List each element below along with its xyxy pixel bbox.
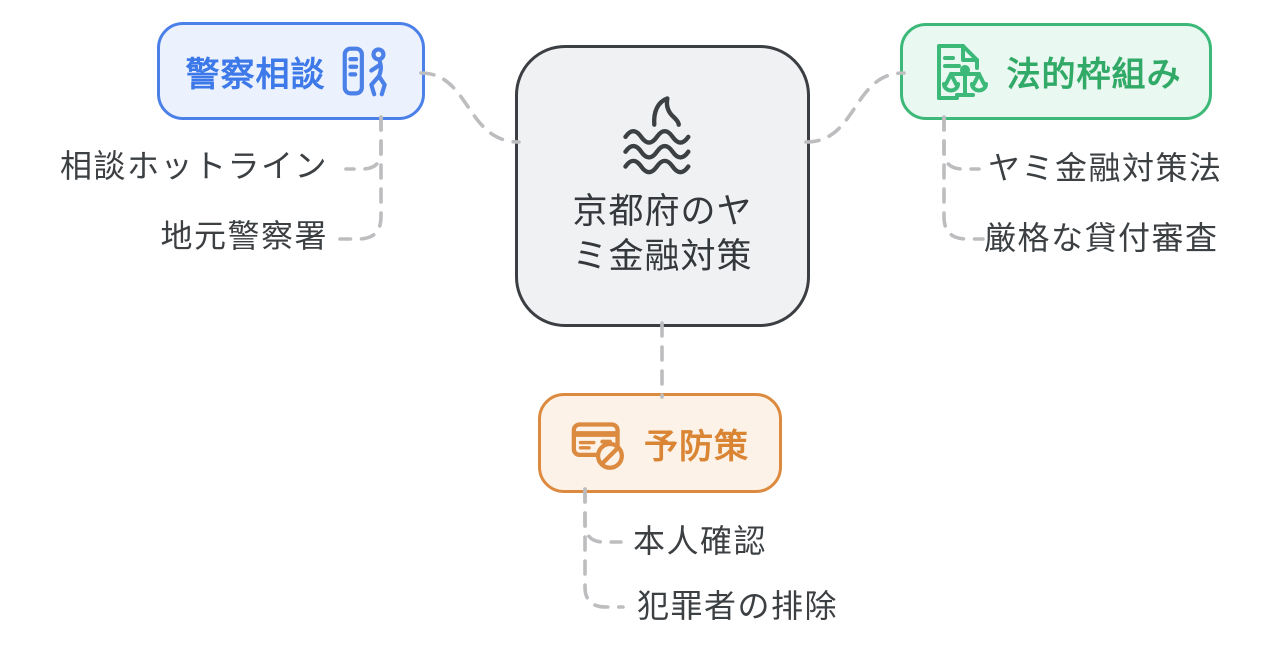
connector-police-hotline [344, 115, 383, 171]
police-node-label: 警察相談 [185, 55, 326, 94]
center-title-line2: ミ金融対策 [572, 237, 753, 276]
connector-legal-law [942, 115, 981, 171]
connector-legal-screening [942, 115, 985, 241]
center-title: 京都府のヤ ミ金融対策 [572, 189, 752, 279]
center-title-line1: 京都府のヤ [572, 192, 753, 231]
center-node: 京都府のヤ ミ金融対策 [515, 45, 810, 327]
leaf-consultation-hotline: 相談ホットライン [59, 148, 328, 184]
legal-node-label: 法的枠組み [1006, 56, 1182, 94]
branch-node-legal: 法的枠組み [900, 23, 1212, 120]
leaf-loan-shark-law: ヤミ金融対策法 [988, 150, 1223, 186]
branch-node-prevention: 予防策 [538, 393, 782, 493]
branch-node-police: 警察相談 [157, 22, 425, 120]
connector-police-center [419, 71, 521, 144]
leaf-strict-lending-screening: 厳格な貸付審査 [984, 220, 1219, 256]
leaf-local-police-station: 地元警察署 [160, 218, 328, 254]
person-at-door-icon [342, 46, 387, 96]
prevention-node-label: 予防策 [644, 427, 749, 466]
document-scales-icon [936, 43, 988, 100]
blocked-card-icon [571, 421, 624, 470]
connector-prevention-exclusion [583, 487, 625, 609]
leaf-identity-verification: 本人確認 [633, 523, 768, 559]
connector-prevention-identity [583, 487, 623, 544]
connector-police-station [338, 115, 383, 241]
shark-fin-waves-icon [622, 96, 690, 175]
connector-center-legal [804, 71, 906, 144]
leaf-criminal-exclusion: 犯罪者の排除 [637, 588, 839, 624]
